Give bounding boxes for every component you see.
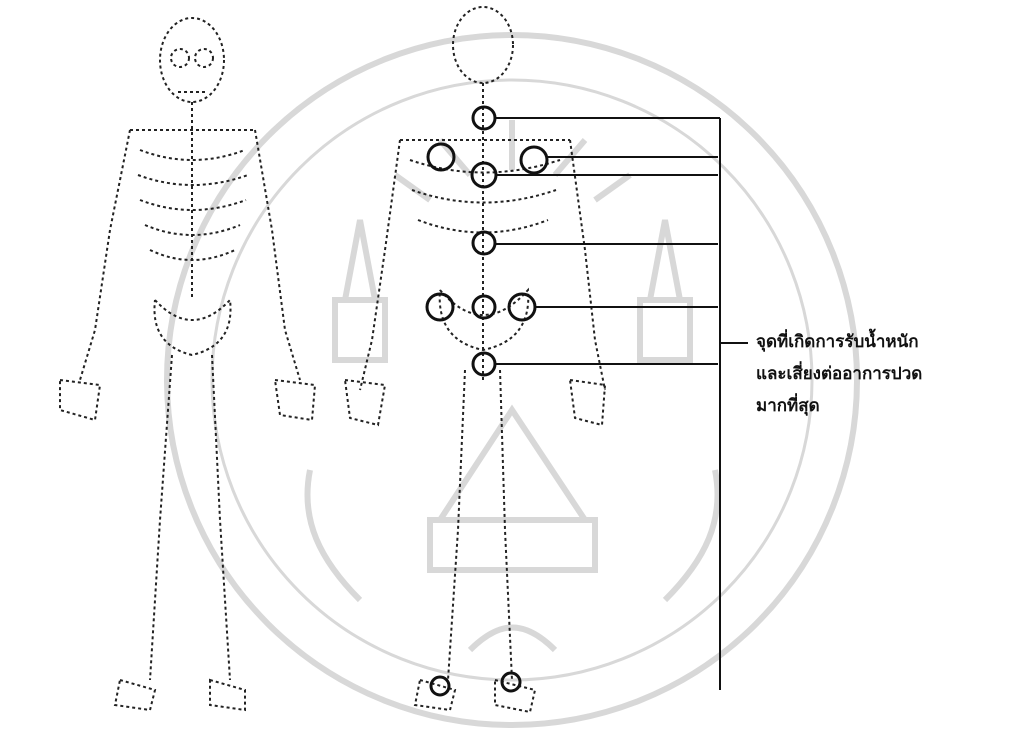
pressure-point-right-hip (509, 294, 535, 320)
callout-label-line-2: และเสี่ยงต่ออาการปวด (756, 358, 1020, 390)
skeleton-front-figure (60, 18, 315, 710)
callout-label-line-1: จุดที่เกิดการรับน้ำหนัก (756, 326, 1020, 358)
university-seal-watermark (167, 35, 857, 725)
callout-label-line-3: มากที่สุด (756, 390, 1020, 422)
pressure-point-callout: จุดที่เกิดการรับน้ำหนัก และเสี่ยงต่ออากา… (756, 326, 1020, 422)
pressure-points (427, 107, 547, 695)
pressure-point-right-heel (502, 673, 520, 691)
pressure-point-left-shoulder (428, 144, 454, 170)
pressure-point-right-shoulder (521, 147, 547, 173)
